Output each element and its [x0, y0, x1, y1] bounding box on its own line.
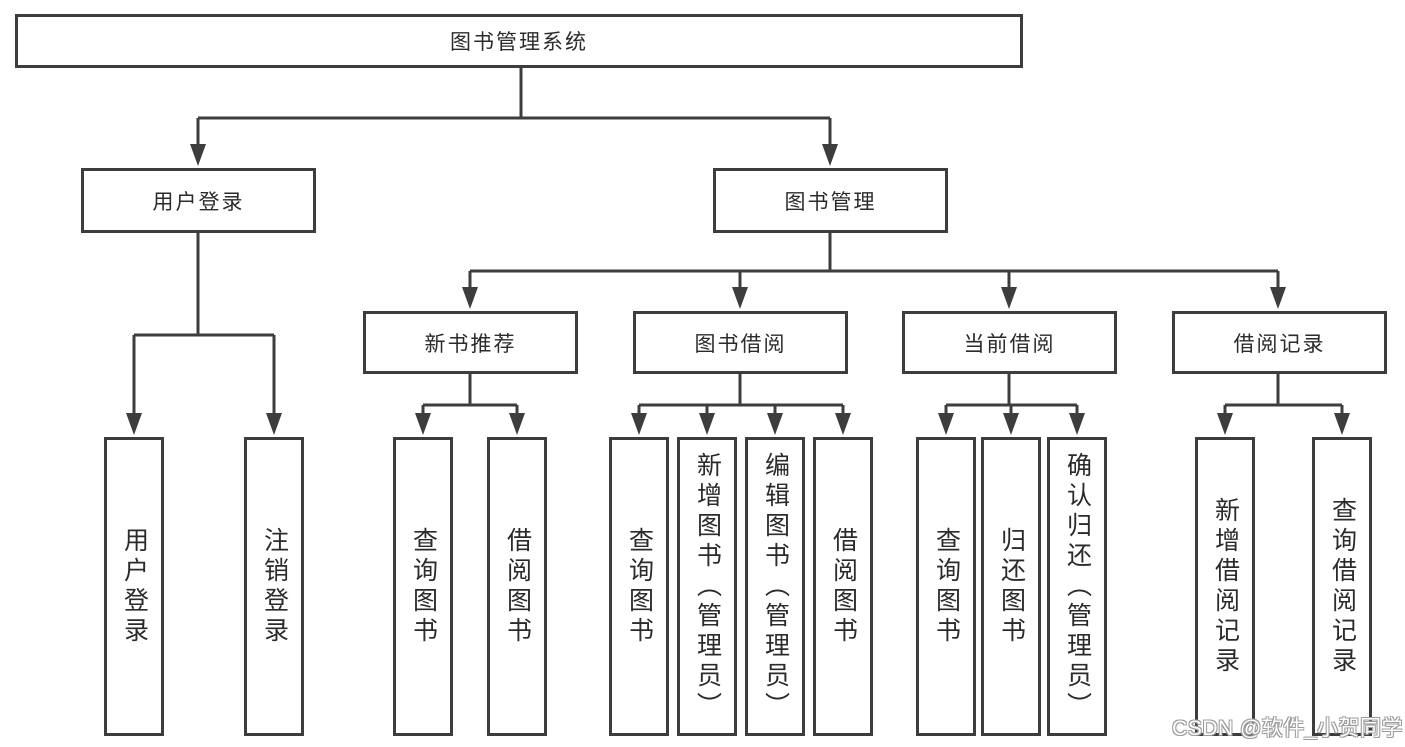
node-root-label: 图书管理系统 — [450, 31, 588, 54]
leaf-logout-label: 注销登录 — [260, 526, 289, 647]
node-borrow-records-label: 借阅记录 — [1233, 332, 1326, 356]
node-book-management-label: 图书管理 — [784, 190, 877, 214]
node-book-borrow-label: 图书借阅 — [694, 332, 787, 356]
leaf-bb-query-books: 查询图书 — [609, 437, 669, 736]
csdn-watermark: CSDN @软件_小贺同学 — [1172, 717, 1403, 740]
leaf-nbr-query-books: 查询图书 — [393, 437, 453, 736]
node-new-book-recommend-label: 新书推荐 — [424, 332, 517, 356]
leaf-bb-borrow-books-label: 借阅图书 — [829, 526, 858, 647]
node-root: 图书管理系统 — [15, 14, 1023, 68]
leaf-br-query-record: 查询借阅记录 — [1312, 437, 1372, 736]
leaf-cb-return-books-label: 归还图书 — [997, 526, 1026, 647]
node-borrow-records: 借阅记录 — [1172, 311, 1387, 374]
leaf-cb-query-books-label: 查询图书 — [932, 526, 961, 647]
leaf-bb-add-books-admin: 新增图书（管理员） — [677, 437, 737, 736]
node-current-borrow: 当前借阅 — [902, 311, 1117, 374]
leaf-cb-confirm-return-admin: 确认归还（管理员） — [1047, 437, 1107, 736]
leaf-br-query-record-label: 查询借阅记录 — [1328, 496, 1357, 677]
arrowheads — [126, 144, 1350, 435]
leaf-bb-add-books-admin-label: 新增图书（管理员） — [693, 451, 722, 722]
leaf-br-add-record: 新增借阅记录 — [1195, 437, 1255, 736]
leaf-nbr-borrow-books: 借阅图书 — [487, 437, 547, 736]
node-current-borrow-label: 当前借阅 — [963, 332, 1056, 356]
leaf-bb-edit-books-admin: 编辑图书（管理员） — [745, 437, 805, 736]
leaf-cb-return-books: 归还图书 — [981, 437, 1041, 736]
connector-spines — [132, 68, 1344, 415]
leaf-bb-query-books-label: 查询图书 — [625, 526, 654, 647]
leaf-cb-query-books: 查询图书 — [916, 437, 976, 736]
node-user-login: 用户登录 — [81, 168, 316, 233]
leaf-bb-borrow-books: 借阅图书 — [813, 437, 873, 736]
leaf-nbr-borrow-books-label: 借阅图书 — [503, 526, 532, 647]
leaf-user-login: 用户登录 — [104, 437, 164, 736]
leaf-bb-edit-books-admin-label: 编辑图书（管理员） — [761, 451, 790, 722]
leaf-nbr-query-books-label: 查询图书 — [409, 526, 438, 647]
leaf-user-login-label: 用户登录 — [120, 526, 149, 647]
node-user-login-label: 用户登录 — [152, 190, 245, 214]
node-book-management: 图书管理 — [713, 168, 948, 233]
leaf-br-add-record-label: 新增借阅记录 — [1211, 496, 1240, 677]
leaf-logout: 注销登录 — [244, 437, 304, 736]
leaf-cb-confirm-return-admin-label: 确认归还（管理员） — [1063, 451, 1092, 722]
node-new-book-recommend: 新书推荐 — [363, 311, 578, 374]
node-book-borrow: 图书借阅 — [633, 311, 848, 374]
